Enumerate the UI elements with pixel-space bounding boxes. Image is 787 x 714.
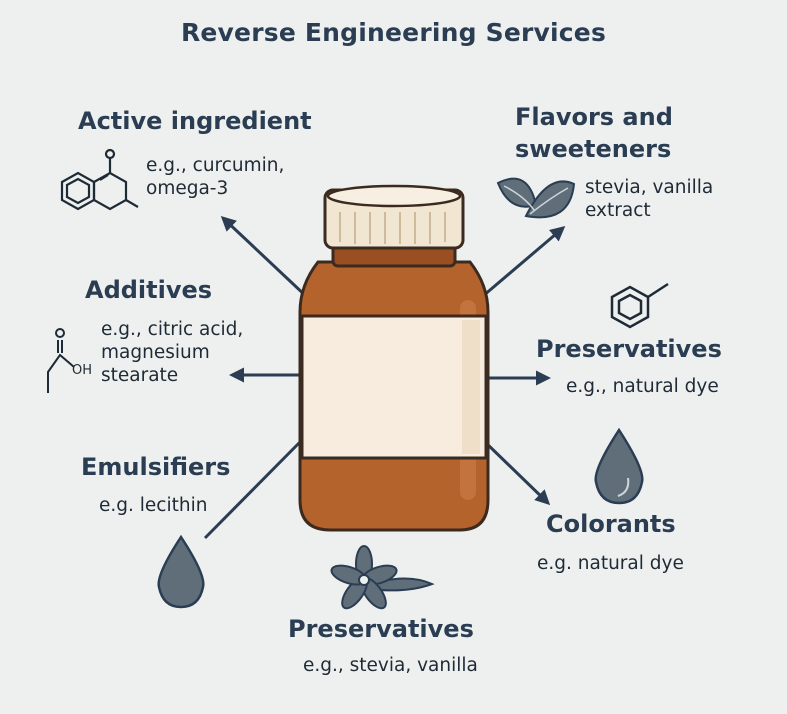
example-preservatives-right: e.g., natural dye xyxy=(566,376,719,397)
supplement-jar xyxy=(298,184,490,532)
example-preservatives-bottom: e.g., stevia, vanilla xyxy=(303,655,478,676)
example-additives: e.g., citric acid, magnesium stearate xyxy=(101,319,244,386)
arrow-emulsifiers xyxy=(203,438,304,540)
arrows xyxy=(203,215,566,540)
heading-preservatives-right: Preservatives xyxy=(536,335,722,363)
jar-label xyxy=(300,314,488,460)
heading-colorants: Colorants xyxy=(546,510,676,538)
benzene-icon xyxy=(610,282,669,329)
arrow-colorants xyxy=(483,440,551,506)
leaf-icon xyxy=(496,177,576,219)
arrow-active-ingredient xyxy=(220,215,310,300)
vanilla-flower-icon xyxy=(330,545,435,610)
heading-additives: Additives xyxy=(85,276,213,304)
heading-active-ingredient: Active ingredient xyxy=(78,107,312,135)
oh-label: OH xyxy=(72,363,92,378)
heading-flavors: Flavors and sweeteners xyxy=(515,103,673,163)
heading-emulsifiers: Emulsifiers xyxy=(81,453,231,481)
molecule-icon xyxy=(60,148,139,211)
example-active-ingredient: e.g., curcumin, omega-3 xyxy=(146,155,285,199)
example-flavors: stevia, vanilla extract xyxy=(585,177,714,221)
page-title: Reverse Engineering Services xyxy=(180,18,607,47)
arrow-flavors xyxy=(482,226,566,298)
droplet-icon xyxy=(157,534,205,609)
example-emulsifiers: e.g. lecithin xyxy=(99,495,208,516)
example-colorants: e.g. natural dye xyxy=(537,553,684,574)
carboxylic-acid-icon xyxy=(47,328,75,393)
heading-preservatives-bottom: Preservatives xyxy=(288,615,474,643)
droplet-icon xyxy=(594,427,644,505)
